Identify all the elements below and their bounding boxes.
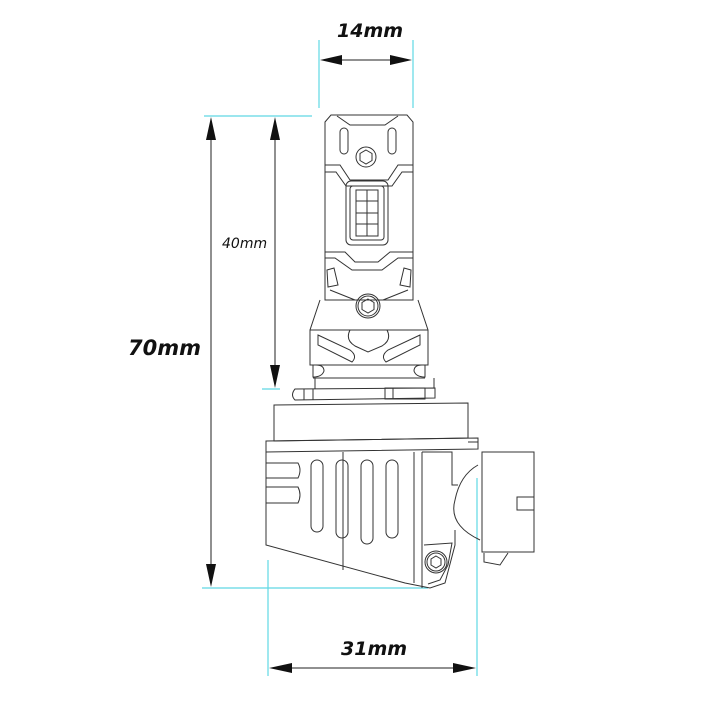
base-housing: [265, 402, 481, 589]
extension-lines: [202, 40, 478, 676]
width-31mm-label: 31mm: [341, 638, 408, 660]
height-70mm-label: 70mm: [128, 336, 201, 360]
dimension-14mm-line: [320, 55, 412, 65]
led-chip: [345, 180, 389, 246]
connector-plug: [468, 441, 535, 566]
dimension-40mm-line: [270, 117, 280, 388]
locking-flange: [292, 378, 436, 401]
led-head: [324, 114, 414, 319]
dimension-31mm-line: [269, 663, 476, 673]
height-40mm-label: 40mm: [222, 236, 268, 252]
width-14mm-label: 14mm: [337, 20, 404, 42]
dimension-70mm-line: [206, 117, 216, 587]
neck-collar: [309, 299, 429, 379]
